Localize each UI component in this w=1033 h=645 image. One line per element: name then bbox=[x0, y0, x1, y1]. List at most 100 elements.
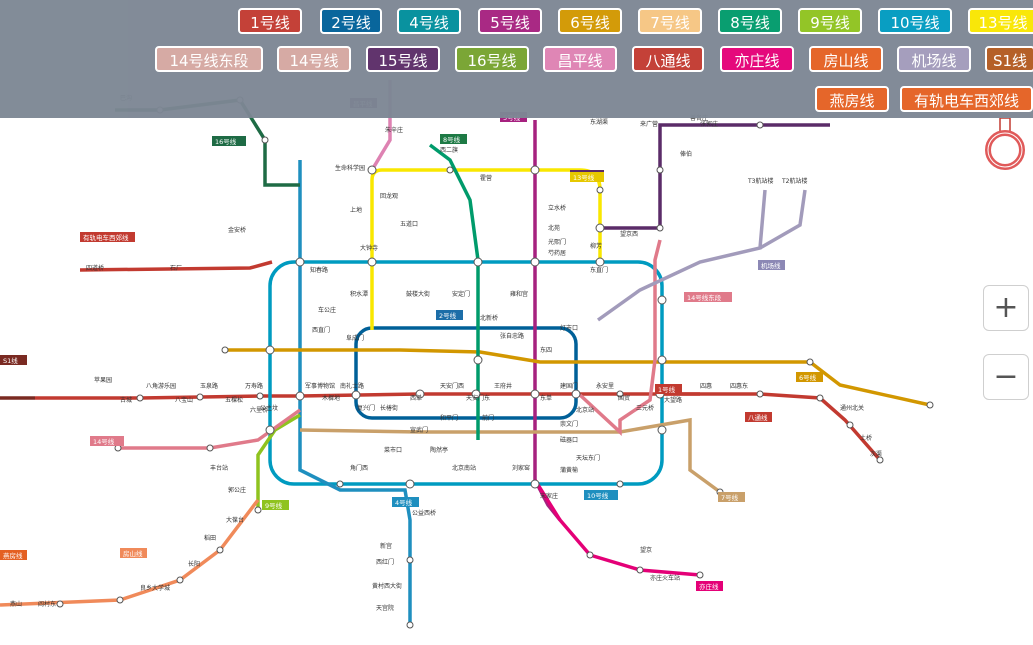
station-label[interactable]: 和平门 bbox=[440, 414, 458, 422]
station-label[interactable]: 三元桥 bbox=[636, 404, 654, 412]
station-label[interactable]: 安定门 bbox=[452, 290, 470, 298]
line-button-4[interactable]: 6号线 bbox=[558, 8, 622, 34]
station-label[interactable]: 良乡大学城 bbox=[140, 584, 170, 592]
station-label[interactable]: 北苑 bbox=[548, 224, 560, 232]
station-label[interactable]: 崇文门 bbox=[560, 420, 578, 428]
station-label[interactable]: 磁器口 bbox=[560, 436, 578, 444]
station-label[interactable]: 军事博物馆 bbox=[305, 382, 335, 390]
station-label[interactable]: 前门 bbox=[482, 414, 494, 422]
station-label[interactable]: 知春路 bbox=[310, 266, 328, 274]
station-label[interactable]: 东直门 bbox=[590, 266, 608, 274]
station-label[interactable]: 长阳 bbox=[188, 560, 200, 568]
station-label[interactable]: 四惠东 bbox=[730, 382, 748, 390]
line-button-11[interactable]: 14号线 bbox=[277, 46, 351, 72]
station-label[interactable]: 木樨地 bbox=[322, 394, 340, 402]
station-label[interactable]: 朱辛庄 bbox=[385, 126, 403, 134]
line-button-5[interactable]: 7号线 bbox=[638, 8, 702, 34]
station-label[interactable]: 大望路 bbox=[664, 396, 682, 404]
zoom-in-button[interactable]: + bbox=[983, 285, 1029, 331]
station-label[interactable]: T3航站楼 bbox=[747, 177, 773, 185]
station-label[interactable]: 国贸 bbox=[618, 394, 630, 402]
station-label[interactable]: 立水桥 bbox=[548, 204, 566, 212]
station-label[interactable]: 公主坟 bbox=[260, 404, 278, 412]
line-button-0[interactable]: 1号线 bbox=[238, 8, 302, 34]
line-button-17[interactable]: 房山线 bbox=[809, 46, 883, 72]
station-label[interactable]: 王府井 bbox=[494, 382, 512, 390]
station-label[interactable]: 八宝山 bbox=[175, 396, 193, 404]
station-label[interactable]: 黄村西大街 bbox=[372, 582, 402, 590]
line-button-12[interactable]: 15号线 bbox=[366, 46, 440, 72]
station-label[interactable]: 通州北关 bbox=[840, 404, 864, 412]
station-label[interactable]: 灯市口 bbox=[560, 324, 578, 332]
station-label[interactable]: 土桥 bbox=[860, 434, 872, 442]
station-label[interactable]: 俸伯 bbox=[680, 150, 692, 158]
station-label[interactable]: 稻田 bbox=[204, 534, 216, 542]
station-label[interactable]: 永安里 bbox=[596, 382, 614, 390]
station-label[interactable]: 阎村东 bbox=[38, 600, 56, 608]
station-label[interactable]: 东四 bbox=[540, 346, 552, 354]
station-label[interactable]: 四惠 bbox=[700, 382, 712, 390]
station-label[interactable]: 天宫院 bbox=[376, 604, 394, 612]
station-label[interactable]: 芍药居 bbox=[548, 249, 566, 257]
station-label[interactable]: 回龙观 bbox=[380, 192, 398, 200]
station-label[interactable]: 光熙门 bbox=[548, 238, 566, 246]
station-label[interactable]: 宣武门 bbox=[410, 426, 428, 434]
station-label[interactable]: 公益西桥 bbox=[412, 509, 436, 517]
station-label[interactable]: 西红门 bbox=[376, 558, 394, 566]
line-button-14[interactable]: 昌平线 bbox=[543, 46, 617, 72]
station-label[interactable]: 古城 bbox=[120, 396, 132, 404]
station-label[interactable]: 生命科学园 bbox=[335, 164, 365, 172]
station-label[interactable]: 玉泉路 bbox=[200, 382, 218, 390]
station-label[interactable]: 五棵松 bbox=[225, 396, 243, 404]
station-label[interactable]: T2航站楼 bbox=[781, 177, 807, 185]
line-button-18[interactable]: 机场线 bbox=[897, 46, 971, 72]
station-label[interactable]: 八角游乐园 bbox=[146, 382, 176, 390]
station-label[interactable]: 陶然亭 bbox=[430, 446, 448, 454]
station-label[interactable]: 霍营 bbox=[480, 174, 492, 182]
station-label[interactable]: 刘家窑 bbox=[512, 464, 530, 472]
line-button-9[interactable]: 13号线 bbox=[968, 8, 1033, 34]
line-button-8[interactable]: 10号线 bbox=[878, 8, 952, 34]
station-label[interactable]: 六里桥 bbox=[250, 406, 268, 414]
line-button-20[interactable]: 燕房线 bbox=[815, 86, 889, 112]
station-label[interactable]: 复兴门 bbox=[357, 404, 375, 412]
line-button-6[interactable]: 8号线 bbox=[718, 8, 782, 34]
station-label[interactable]: 善各庄 bbox=[690, 114, 708, 122]
station-label[interactable]: 北京南站 bbox=[452, 464, 476, 472]
compass-ring-icon[interactable] bbox=[980, 117, 1030, 178]
station-label[interactable]: 望京 bbox=[640, 546, 652, 554]
station-label[interactable]: 长椿街 bbox=[380, 404, 398, 412]
station-label[interactable]: 西直门 bbox=[312, 326, 330, 334]
station-label[interactable]: 燕山 bbox=[10, 600, 22, 608]
station-label[interactable]: 丰台站 bbox=[210, 464, 228, 472]
station-label[interactable]: 新宫 bbox=[380, 542, 392, 550]
station-label[interactable]: 西二旗 bbox=[440, 146, 458, 154]
station-label[interactable]: 天安门西 bbox=[440, 382, 464, 390]
station-label[interactable]: 四道桥 bbox=[86, 264, 104, 272]
station-label[interactable]: 张自忠路 bbox=[500, 332, 524, 340]
line-button-13[interactable]: 16号线 bbox=[455, 46, 529, 72]
line-button-15[interactable]: 八通线 bbox=[632, 46, 704, 72]
station-label[interactable]: 郭公庄 bbox=[228, 486, 246, 494]
station-label[interactable]: 天安门东 bbox=[466, 394, 490, 402]
station-label[interactable]: 金安桥 bbox=[228, 226, 246, 234]
line-button-16[interactable]: 亦庄线 bbox=[720, 46, 794, 72]
line-button-1[interactable]: 2号线 bbox=[320, 8, 382, 34]
station-label[interactable]: 积水潭 bbox=[350, 290, 368, 298]
line-button-3[interactable]: 5号线 bbox=[478, 8, 542, 34]
line-button-7[interactable]: 9号线 bbox=[798, 8, 862, 34]
station-label[interactable]: 天坛东门 bbox=[576, 454, 600, 462]
station-label[interactable]: 东湖渠 bbox=[590, 118, 608, 126]
station-label[interactable]: 望京西 bbox=[620, 230, 638, 238]
station-label[interactable]: 东单 bbox=[540, 394, 552, 402]
station-label[interactable]: 北新桥 bbox=[480, 314, 498, 322]
station-label[interactable]: 角门西 bbox=[350, 464, 368, 472]
station-label[interactable]: 雍和宫 bbox=[510, 290, 528, 298]
line-button-19[interactable]: S1线 bbox=[985, 46, 1033, 72]
station-label[interactable]: 鼓楼大街 bbox=[406, 290, 430, 298]
station-label[interactable]: 万寿路 bbox=[245, 382, 263, 390]
station-label[interactable]: 蒲黄榆 bbox=[560, 466, 578, 474]
station-label[interactable]: 南礼士路 bbox=[340, 382, 364, 390]
station-label[interactable]: 苹果园 bbox=[94, 376, 112, 384]
